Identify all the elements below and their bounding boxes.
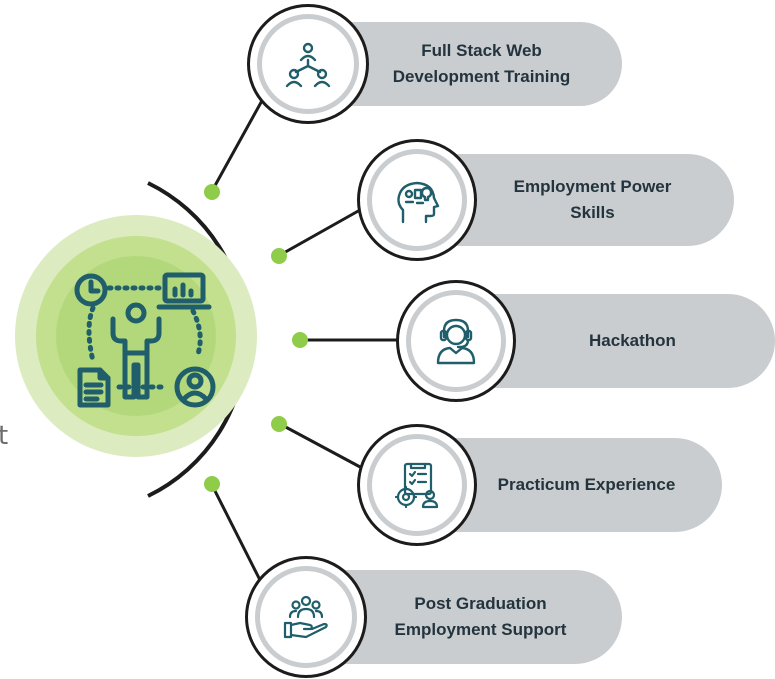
item-icon-circle: [245, 556, 367, 678]
item-hackathon: Hackathon: [396, 280, 775, 402]
item-label-text: Full Stack Web Development Training: [392, 41, 571, 86]
connector-5: [210, 484, 266, 589]
network-people-icon: [284, 40, 332, 88]
item-icon-circle: [396, 280, 516, 402]
connector-1: [210, 96, 266, 192]
item-power-skills: Employment Power Skills: [357, 139, 734, 261]
item-label-text: Hackathon: [589, 331, 676, 350]
center-hub-graphic: [15, 215, 257, 457]
checklist-gear-person-icon: [393, 461, 441, 509]
hand-holding-people-icon: [282, 593, 330, 641]
connector-dot-2: [271, 248, 287, 264]
item-label: Full Stack Web Development Training: [287, 22, 622, 106]
connector-dot-1: [204, 184, 220, 200]
item-label-text: Post Graduation Employment Support: [394, 594, 567, 639]
item-label: Practicum Experience: [397, 438, 722, 532]
person-with-clock-laptop-document-user-icon: [74, 272, 216, 408]
item-practicum: Practicum Experience: [357, 424, 722, 546]
item-icon-circle: [357, 424, 477, 546]
connector-4: [279, 422, 363, 470]
item-icon-circle: [247, 4, 369, 124]
connector-dot-4: [271, 416, 287, 432]
connector-dot-5: [204, 476, 220, 492]
item-label: Hackathon: [436, 294, 775, 388]
headset-agent-icon: [432, 317, 480, 365]
item-label-text: Employment Power Skills: [513, 177, 672, 222]
item-label: Post Graduation Employment Support: [285, 570, 622, 664]
item-full-stack: Full Stack Web Development Training: [247, 4, 622, 124]
item-post-graduation: Post Graduation Employment Support: [245, 556, 622, 678]
connector-2: [279, 208, 361, 257]
item-label: Employment Power Skills: [397, 154, 734, 246]
edge-text: t: [0, 421, 9, 451]
connector-dot-3: [292, 332, 308, 348]
item-icon-circle: [357, 139, 477, 261]
item-label-text: Practicum Experience: [497, 475, 676, 494]
head-ideas-icon: [393, 176, 441, 224]
center-hub: [15, 215, 257, 457]
